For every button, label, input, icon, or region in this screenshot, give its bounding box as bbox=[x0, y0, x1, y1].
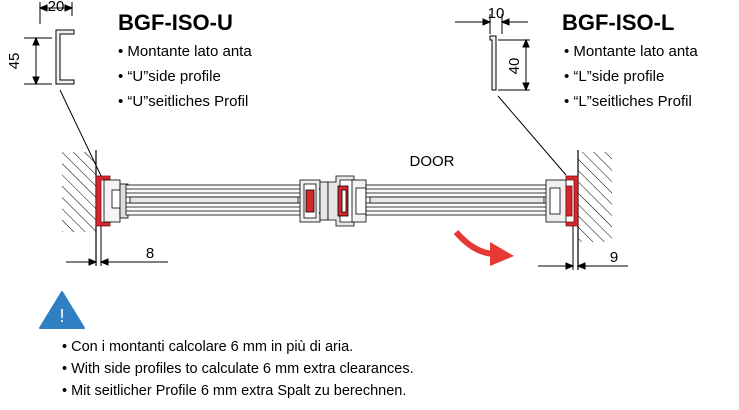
l-height-dim: 40 bbox=[506, 58, 523, 75]
right-bullet-3: • “L”seitliches Profil bbox=[564, 93, 692, 110]
left-meeting-stile bbox=[299, 179, 329, 223]
warning-symbol: ! bbox=[59, 306, 64, 326]
left-clearance-dim bbox=[66, 226, 168, 266]
right-bullet-2: • “L”side profile bbox=[564, 68, 664, 85]
right-meeting-stile bbox=[327, 175, 367, 227]
l-profile-detail bbox=[455, 14, 530, 92]
left-profile-title: BGF-ISO-U bbox=[118, 10, 233, 35]
warning-icon: ! bbox=[39, 291, 85, 329]
left-clearance-value: 8 bbox=[146, 245, 154, 262]
right-l-profile-section bbox=[545, 175, 579, 227]
right-wall bbox=[577, 150, 612, 270]
door-label: DOOR bbox=[410, 153, 455, 170]
right-leader-line bbox=[497, 95, 567, 176]
left-bullet-2: • “U”side profile bbox=[118, 68, 221, 85]
left-glass-panel bbox=[125, 184, 303, 216]
left-u-profile-section bbox=[95, 175, 129, 227]
warning-note-en: • With side profiles to calculate 6 mm e… bbox=[62, 361, 414, 377]
right-clearance-dim bbox=[538, 226, 628, 270]
left-bullet-1: • Montante lato anta bbox=[118, 43, 252, 60]
warning-note-it: • Con i montanti calcolare 6 mm in più d… bbox=[62, 339, 354, 355]
right-glass-panel bbox=[365, 184, 549, 216]
left-bullet-3: • “U”seitliches Profil bbox=[118, 93, 248, 110]
right-profile-title: BGF-ISO-L bbox=[562, 10, 674, 35]
u-profile-detail bbox=[24, 2, 75, 86]
right-clearance-value: 9 bbox=[610, 249, 618, 266]
l-width-dim: 10 bbox=[488, 5, 505, 22]
door-opening-arrow bbox=[453, 230, 514, 266]
u-height-dim: 45 bbox=[6, 53, 23, 70]
left-wall bbox=[62, 150, 97, 266]
u-width-dim: 20 bbox=[48, 0, 65, 15]
warning-note-de: • Mit seitlicher Profile 6 mm extra Spal… bbox=[62, 383, 407, 399]
right-bullet-1: • Montante lato anta bbox=[564, 43, 698, 60]
